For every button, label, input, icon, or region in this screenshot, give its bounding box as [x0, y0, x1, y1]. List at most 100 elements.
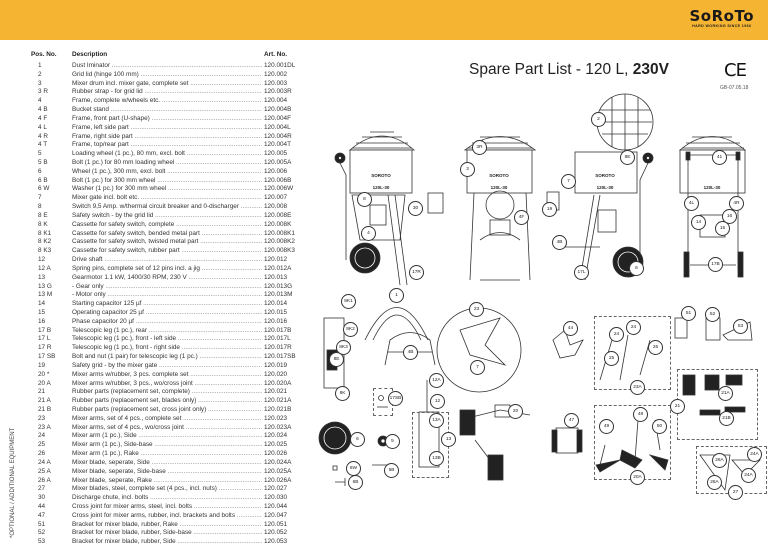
- part-art-no: 120.001DL: [263, 62, 296, 69]
- callout-label: 12: [430, 394, 445, 409]
- part-art-no: 120.006: [263, 167, 288, 175]
- mixer-arms-blades-part: [595, 419, 669, 473]
- callout-label: 20A: [630, 470, 645, 485]
- part-position: 26: [38, 450, 46, 458]
- part-description: Safety switch - by the grid lid: [72, 212, 262, 219]
- title-voltage: 230V: [632, 61, 669, 78]
- part-description: Mixer arms w/rubber, 3 pcs. complete set: [72, 371, 262, 378]
- callout-label: 26A: [707, 475, 722, 490]
- part-position: 17 L: [38, 335, 51, 343]
- part-position: 24: [38, 432, 46, 440]
- table-row: 20 *Mixer arms w/rubber, 3 pcs. complete…: [0, 370, 310, 380]
- mixer-arms-rubber-part: [459, 404, 531, 481]
- part-art-no: 120.017R: [263, 344, 292, 352]
- part-position: 7: [38, 194, 42, 202]
- part-art-no: 120.017B: [263, 326, 292, 334]
- part-description: Discharge chute, incl. bolts: [72, 494, 262, 501]
- part-description: Bolt (1 pc.) for 80 mm loading wheel: [72, 159, 262, 166]
- callout-label: 17R: [409, 265, 424, 280]
- part-description: Cassette for safety switch, twisted meta…: [72, 238, 262, 245]
- part-art-no: 120.004R: [263, 132, 292, 140]
- callout-label: 52: [705, 307, 720, 322]
- part-description: Cross joint for mixer arms, steel, incl.…: [72, 503, 262, 510]
- machine-model-label: 120L-30: [490, 185, 508, 190]
- callout-label: 8E: [620, 150, 635, 165]
- part-description: Bolt (1 pc.) for 300 mm wheel: [72, 177, 262, 184]
- part-art-no: 120.025: [263, 441, 288, 449]
- part-position: 17 R: [38, 344, 52, 352]
- part-description: Frame, front part (U-shape): [72, 115, 262, 122]
- part-art-no: 120.024A: [263, 458, 292, 466]
- dust-iminator-part: [364, 307, 429, 341]
- part-art-no: 120.020A: [263, 379, 292, 387]
- callout-label: 24A: [741, 468, 756, 483]
- callout-label: 26: [648, 340, 663, 355]
- part-position: 13: [38, 273, 46, 281]
- header-art-no: Art. No.: [263, 51, 288, 58]
- ce-mark: CE: [724, 60, 747, 81]
- part-position: 21 A: [38, 397, 51, 405]
- part-description: Gearmotor 1.1 kW, 1400/30 RPM, 230 V: [72, 274, 262, 281]
- machine-model-label: 120L-30: [596, 185, 614, 190]
- callout-label: 47: [564, 413, 579, 428]
- callout-label: 6B: [348, 475, 363, 490]
- part-art-no: 120.004T: [263, 141, 292, 149]
- mixer-front-view: [463, 136, 537, 281]
- part-description: Cross joint for mixer arms, rubber, incl…: [72, 512, 262, 519]
- part-position: 51: [38, 520, 46, 528]
- callout-label: 53: [733, 319, 748, 334]
- part-art-no: 120.017L: [263, 335, 291, 343]
- part-description: Frame, top/rear part: [72, 141, 262, 148]
- part-art-no: 120.013M: [263, 291, 293, 299]
- part-description: - Gear only: [72, 283, 262, 290]
- part-description: Wheel (1 pc.), 300 mm, excl. bolt: [72, 168, 262, 175]
- part-description: Switch 9,5 Amp. w/thermal circuit breake…: [72, 203, 262, 210]
- part-art-no: 120.015: [263, 308, 288, 316]
- callout-label: 50: [652, 419, 667, 434]
- part-description: Mixer arms, set of 4 pcs., complete set: [72, 415, 262, 422]
- part-description: Operating capacitor 25 µf: [72, 309, 262, 316]
- part-description: Bracket for mixer blade, rubber, Rake: [72, 521, 262, 528]
- part-position: 52: [38, 529, 46, 537]
- part-art-no: 120.014: [263, 300, 288, 308]
- logo-tagline: HARD WORKING SINCE 1966: [692, 24, 752, 28]
- part-art-no: 120.044: [263, 503, 288, 510]
- part-position: 44: [38, 503, 46, 510]
- logo-wordmark: SoRoTo: [689, 7, 754, 25]
- part-description: Bracket for mixer blade, rubber, Side: [72, 538, 262, 545]
- part-art-no: 120.026: [263, 450, 288, 458]
- part-position: 13 G: [38, 282, 52, 290]
- callout-label: 26A: [712, 453, 727, 468]
- part-description: Phase capacitor 20 µf: [72, 318, 262, 325]
- header-band: [0, 0, 768, 40]
- bolt-nut-part: [377, 395, 388, 408]
- cross-joint-rubber-part: [551, 427, 583, 454]
- part-art-no: 120.021A: [263, 397, 292, 405]
- part-description: Rubber parts (replacement set, blades on…: [72, 397, 262, 404]
- part-art-no: 120.021B: [263, 405, 292, 413]
- part-description: Drive shaft: [72, 256, 262, 263]
- part-description: Mixer blade, seperate, Side-base: [72, 468, 262, 475]
- part-position: 15: [38, 308, 46, 316]
- part-position: 4 B: [38, 106, 48, 114]
- callout-label: 4B: [403, 345, 418, 360]
- part-position: 1: [38, 62, 42, 69]
